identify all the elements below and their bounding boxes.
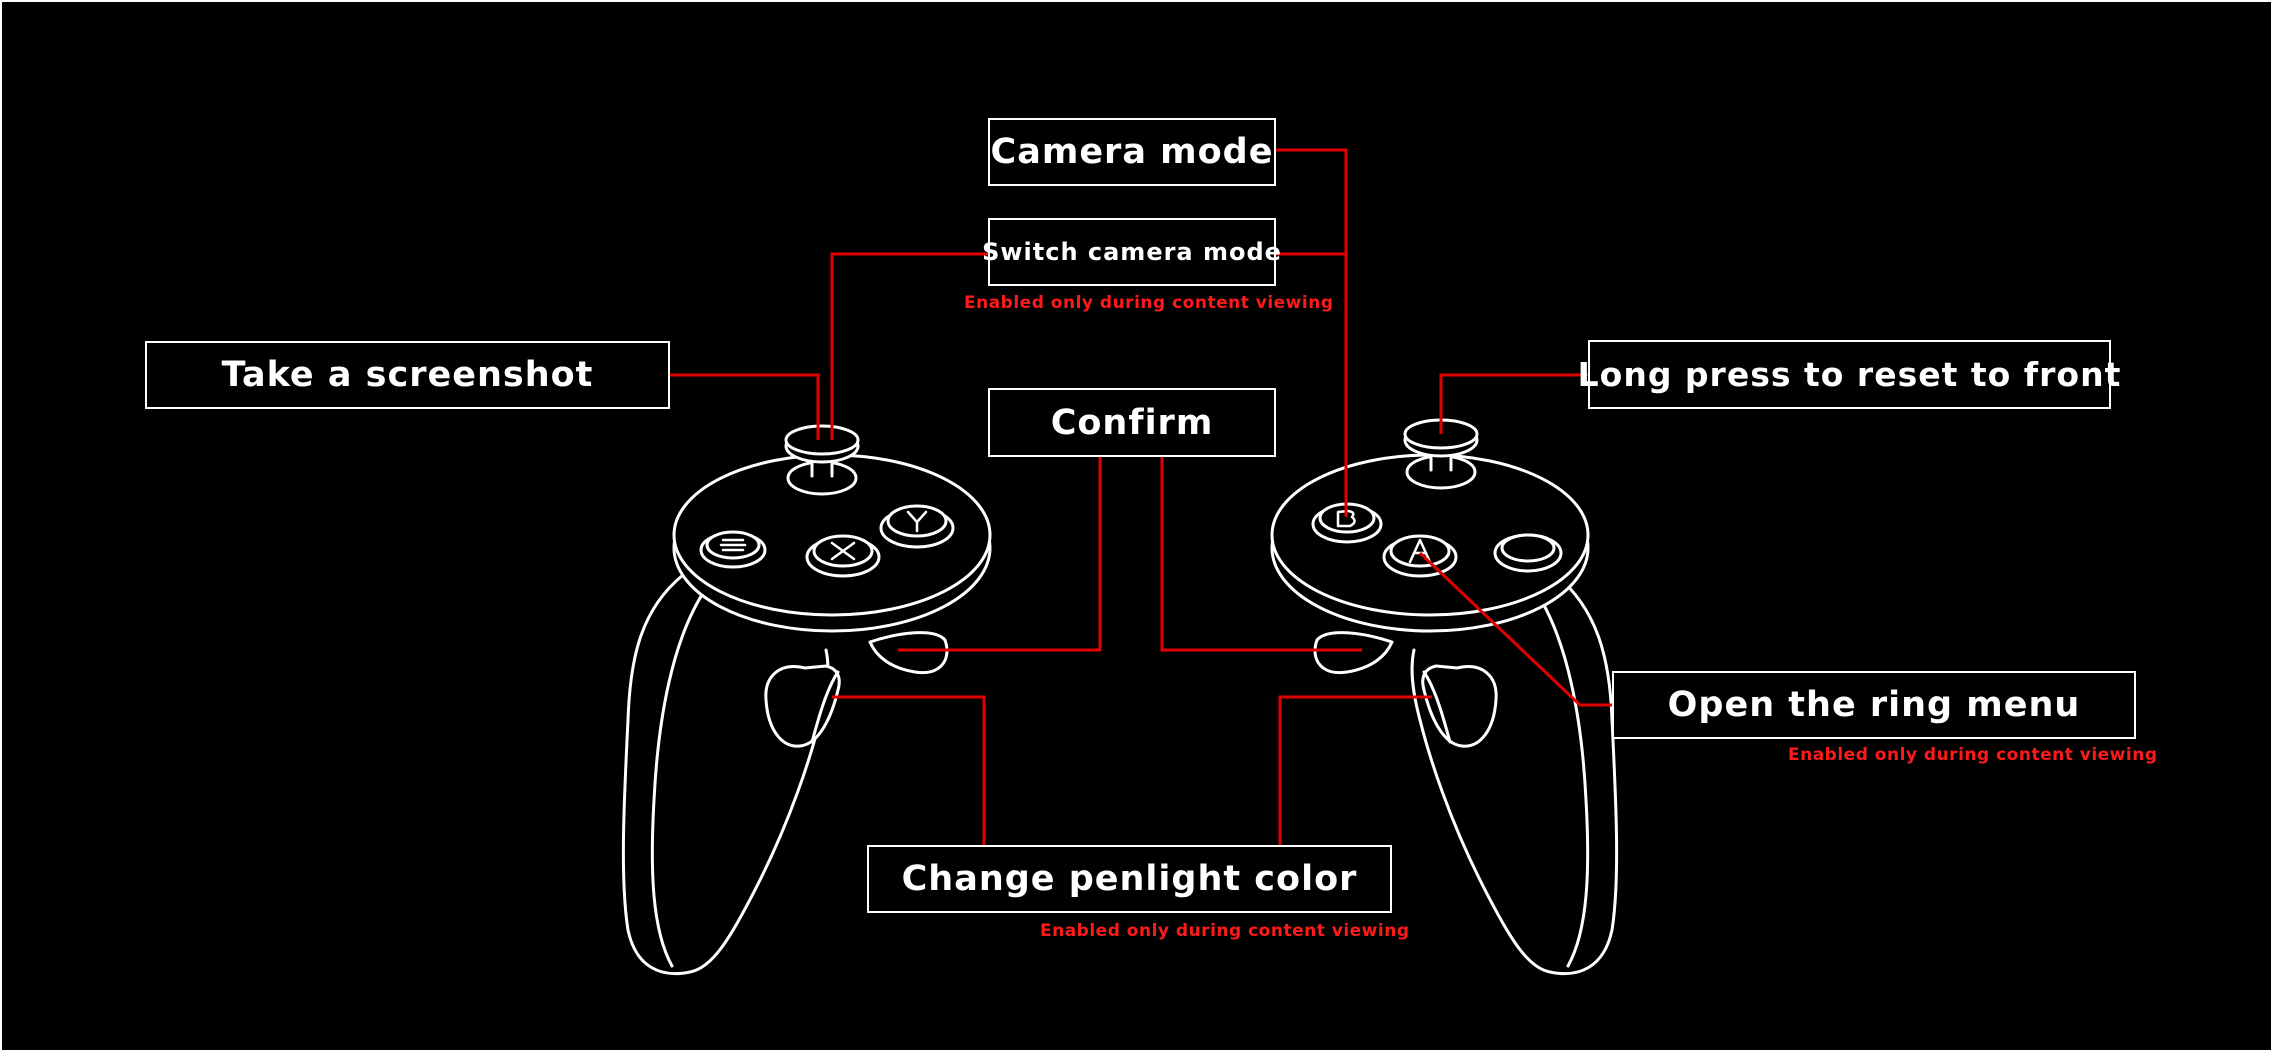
right-grip-inner xyxy=(1533,588,1590,968)
line-long-press xyxy=(1439,373,1588,434)
line-penlight-left xyxy=(832,695,986,845)
left-x-button xyxy=(805,534,881,578)
note-open-ring-menu: Enabled only during content viewing xyxy=(1788,745,2158,765)
line-penlight-right xyxy=(1278,695,1432,845)
right-b-button xyxy=(1311,502,1383,544)
left-grip-outer xyxy=(621,573,830,976)
right-grip-outer xyxy=(1410,573,1619,976)
right-home-button xyxy=(1493,533,1563,573)
line-take-screenshot xyxy=(670,373,820,440)
line-confirm-right xyxy=(1160,457,1362,652)
left-trigger xyxy=(764,664,841,748)
label-camera-mode: Camera mode xyxy=(988,118,1276,186)
right-trigger-edge xyxy=(1422,670,1452,744)
left-y-button xyxy=(879,504,955,549)
label-switch-camera-mode: Switch camera mode xyxy=(982,218,1281,286)
line-confirm-left xyxy=(898,457,1102,652)
left-controller xyxy=(621,424,992,976)
left-menu-button xyxy=(699,530,767,569)
callout-lines xyxy=(670,148,1612,845)
line-camera-mode xyxy=(1276,148,1348,517)
note-change-penlight-color: Enabled only during content viewing xyxy=(1040,921,1410,941)
note-switch-camera-mode: Enabled only during content viewing xyxy=(964,293,1334,313)
right-a-button xyxy=(1382,534,1458,578)
label-confirm: Confirm xyxy=(988,388,1276,457)
right-controller xyxy=(1270,418,1619,976)
label-take-screenshot: Take a screenshot xyxy=(145,341,670,409)
right-grip-button xyxy=(1313,631,1394,675)
label-long-press-reset: Long press to reset to front xyxy=(1578,340,2120,409)
line-ring-menu xyxy=(1418,551,1612,707)
line-switch-camera-left xyxy=(830,252,988,440)
left-grip-button xyxy=(868,631,949,675)
right-trigger xyxy=(1421,664,1498,748)
label-open-ring-menu: Open the ring menu xyxy=(1612,671,2136,739)
left-trigger-edge xyxy=(810,670,840,744)
label-change-penlight-color: Change penlight color xyxy=(867,845,1392,913)
left-grip-inner xyxy=(650,588,707,968)
